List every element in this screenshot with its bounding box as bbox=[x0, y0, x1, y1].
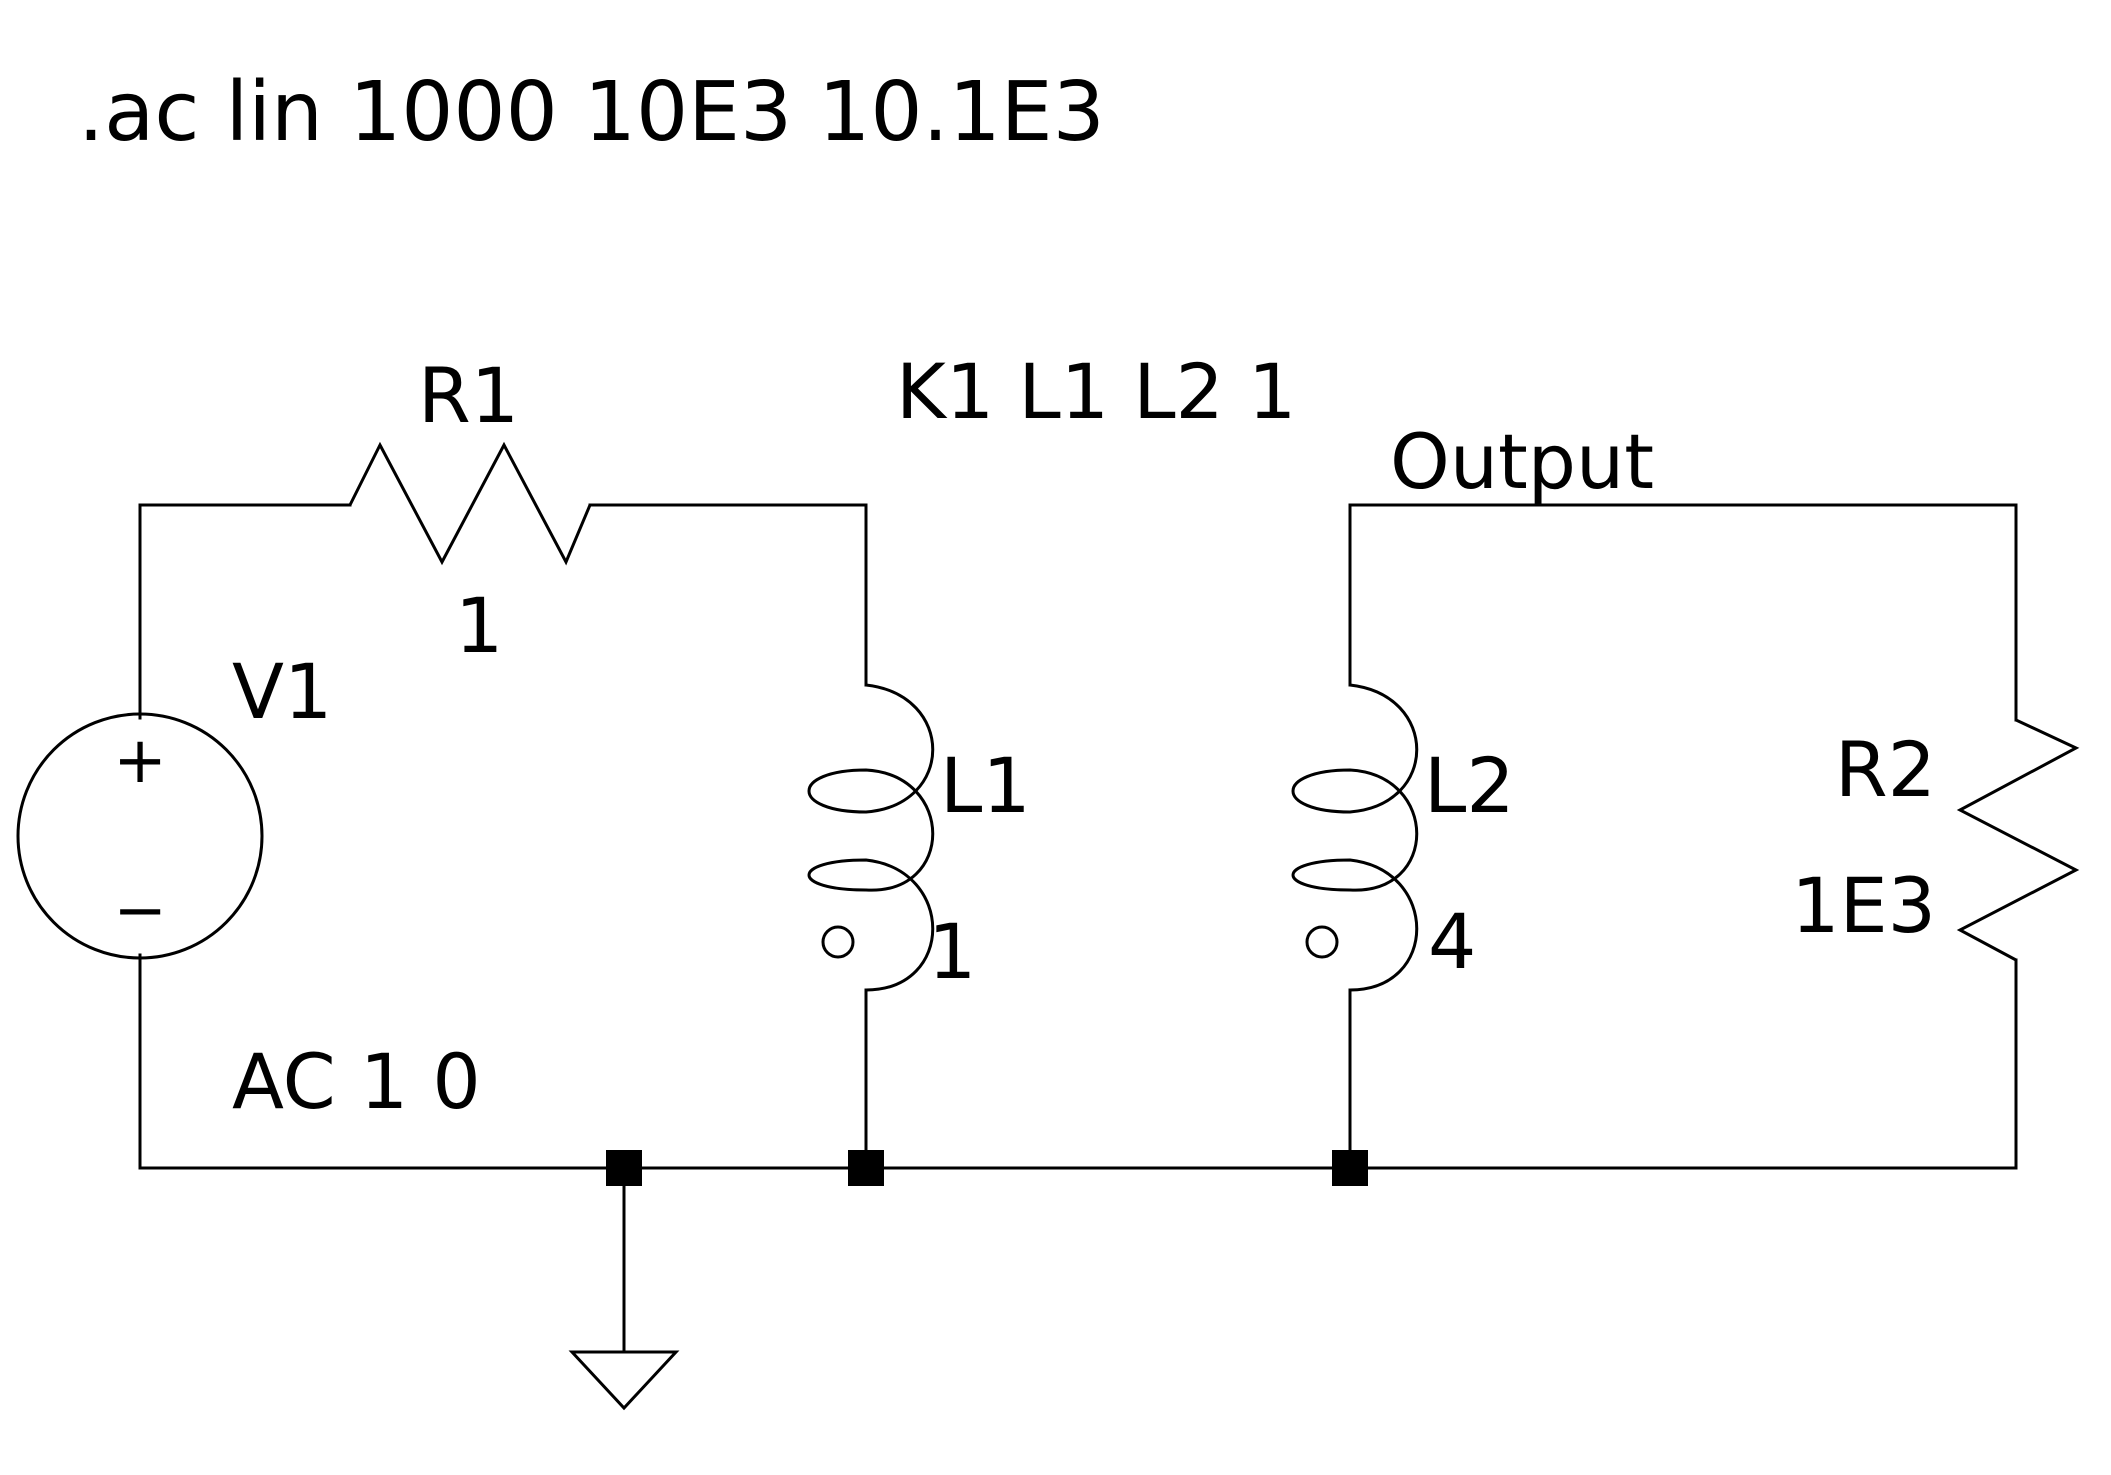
v1-value: AC 1 0 bbox=[232, 1037, 481, 1126]
junction-l2 bbox=[1332, 1150, 1368, 1186]
wire-r1-l1 bbox=[588, 503, 868, 687]
v1-plus-sign: + bbox=[113, 724, 167, 798]
r2-value: 1E3 bbox=[1791, 861, 1936, 950]
wire-v1-r1 bbox=[138, 503, 352, 720]
v1-minus-sign: − bbox=[113, 874, 167, 948]
wire-output-net bbox=[1348, 503, 2018, 722]
l2-value: 4 bbox=[1428, 897, 1476, 986]
resistor-r2: R2 1E3 bbox=[1791, 718, 2080, 962]
l1-value: 1 bbox=[928, 907, 976, 996]
coupling-directive: K1 L1 L2 1 bbox=[896, 347, 1296, 436]
r1-value: 1 bbox=[455, 581, 503, 670]
resistor-r1-zigzag bbox=[348, 441, 592, 566]
voltage-source-circle bbox=[16, 712, 264, 960]
inductor-l2-polarity-dot bbox=[1305, 925, 1339, 959]
v1-label: V1 bbox=[232, 647, 332, 736]
ac-directive: .ac lin 1000 10E3 10.1E3 bbox=[78, 65, 1105, 160]
output-net-label: Output bbox=[1390, 417, 1654, 506]
ground-symbol bbox=[568, 1350, 680, 1411]
wires bbox=[138, 503, 2018, 1354]
r1-label: R1 bbox=[418, 351, 519, 440]
voltage-source-v1: + − V1 AC 1 0 bbox=[16, 647, 481, 1126]
inductor-l1-polarity-dot bbox=[821, 925, 855, 959]
r2-label: R2 bbox=[1835, 725, 1936, 814]
inductor-l2: L2 4 bbox=[1291, 683, 1515, 992]
junction-l1 bbox=[848, 1150, 884, 1186]
l2-label: L2 bbox=[1424, 741, 1515, 830]
inductor-l2-coil bbox=[1291, 683, 1419, 992]
junction-ground bbox=[606, 1150, 642, 1186]
resistor-r1: R1 1 bbox=[348, 351, 592, 670]
resistor-r2-zigzag bbox=[1956, 718, 2080, 962]
inductor-l1-coil bbox=[807, 683, 935, 992]
junction-nodes bbox=[606, 1150, 1368, 1186]
l1-label: L1 bbox=[940, 741, 1031, 830]
inductor-l1: L1 1 bbox=[807, 683, 1031, 996]
